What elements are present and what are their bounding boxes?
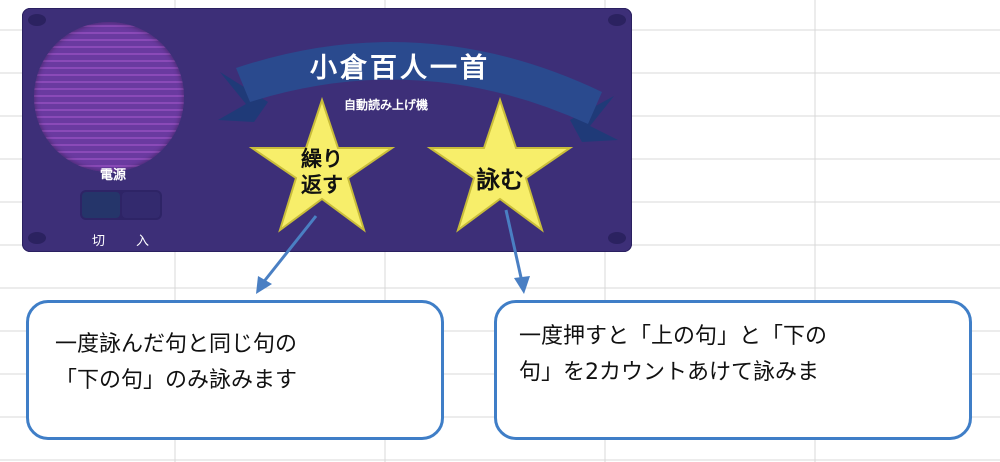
callout-right-line2: 句」を2カウントあけて詠みま [519,360,819,385]
device-title: 小倉百人一首 [310,53,490,84]
speaker-grille [34,22,184,172]
corner-ornament [608,232,626,244]
callout-read-description: 一度押すと「上の句」と「下の 句」を2カウントあけて詠みま [494,300,972,440]
corner-ornament [28,14,46,26]
arrow-head-right [514,276,530,294]
switch-off-label: 切 [92,234,106,249]
switch-on-label: 入 [136,234,150,249]
corner-ornament [28,232,46,244]
power-switch[interactable] [80,190,162,220]
repeat-star-label[interactable]: 繰り 返す [292,146,352,198]
callout-repeat-description: 一度詠んだ句と同じ句の 「下の句」のみ詠みます [26,300,444,440]
power-label: 電源 [100,168,127,183]
read-star-button[interactable] [426,96,574,233]
repeat-star-button[interactable] [248,96,396,233]
repeat-star-label-line1: 繰り [301,146,343,171]
callout-right-line1: 一度押すと「上の句」と「下の [519,324,828,349]
callout-left-line2: 「下の句」のみ詠みます [55,368,298,393]
read-star-label[interactable]: 詠む [476,165,524,194]
title-banner [218,42,618,142]
arrow-line-left [260,215,318,285]
repeat-star-label-line2: 返す [301,172,343,197]
arrow-line-right [504,209,524,283]
corner-ornament [608,14,626,26]
device-subtitle: 自動読み上げ機 [344,98,429,112]
callout-left-line1: 一度詠んだ句と同じ句の [55,332,298,357]
power-switch-on-side[interactable] [122,192,160,218]
arrow-head-left [256,276,272,294]
power-switch-off-side[interactable] [82,192,120,218]
